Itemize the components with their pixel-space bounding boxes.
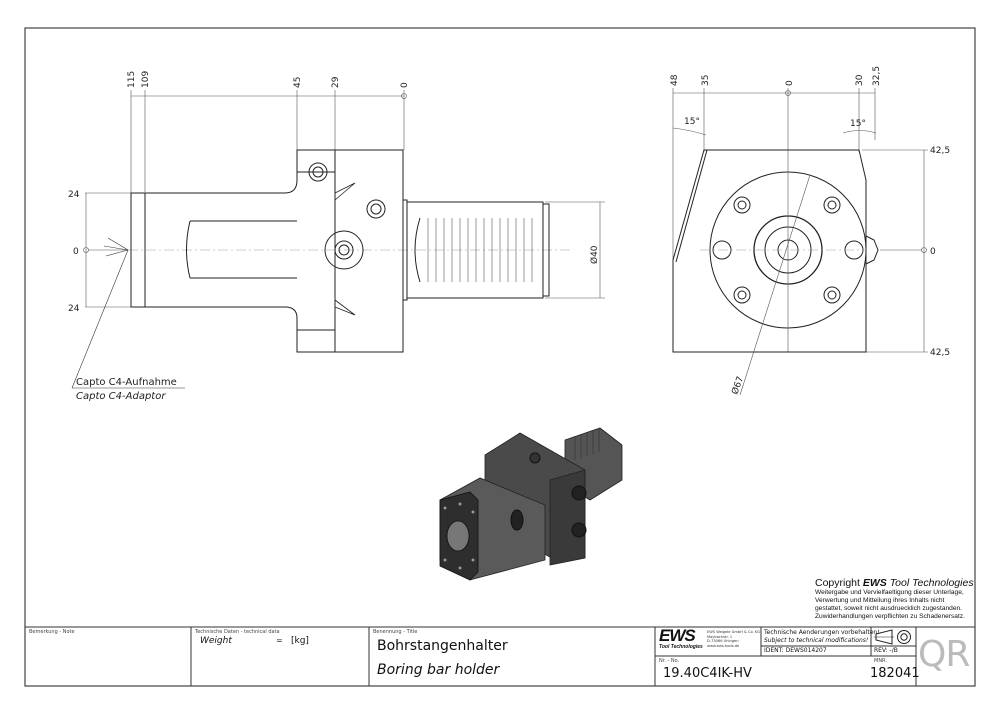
copyright-line: gestattet, soweit nicht ausdruecklich zu… <box>815 605 962 612</box>
dim-32-5: 32,5 <box>872 66 882 86</box>
dim-115: 115 <box>127 71 137 88</box>
isometric-3d-view <box>439 427 623 581</box>
diameter-40-dimension <box>545 201 605 299</box>
dim-45: 45 <box>293 77 303 88</box>
side-pin <box>865 235 879 265</box>
note-label: Bemerkung - Note <box>29 629 75 635</box>
dim-0-front: 0 <box>785 80 795 86</box>
capto-flange <box>130 192 146 308</box>
title-english: Boring bar holder <box>377 662 500 678</box>
copyright-line: Weitergabe und Vervielfaeltigung dieser … <box>815 589 964 596</box>
company-line: D-73066 Uhingen <box>707 639 739 644</box>
ews-logo-text: EWS <box>659 626 696 645</box>
dim-24-bottom: 24 <box>68 304 80 314</box>
diameter-40-label: Ø40 <box>589 245 600 264</box>
front-body-outline <box>672 149 867 353</box>
dim-0-side: 0 <box>73 247 79 257</box>
angle-right: 15° <box>850 119 866 129</box>
dim-48: 48 <box>670 74 680 86</box>
copyright-notice: Copyright EWS Tool Technologies Weiterga… <box>815 577 990 621</box>
weight-unit: [kg] <box>291 636 309 646</box>
clamp-block <box>334 149 404 353</box>
dim-42-5-top: 42,5 <box>930 146 950 156</box>
dim-0-right: 0 <box>930 247 936 257</box>
number-label: Nr. - No. <box>659 658 680 664</box>
copyright-line: Zuwiderhandlungen verpflichten zu Schade… <box>815 613 965 620</box>
company-address: EWS Weigele GmbH & Co. KG Maybachstr. 1 … <box>707 630 760 648</box>
bore-outline <box>186 220 297 279</box>
bolt-holes <box>733 196 841 304</box>
ident-field: IDENT: DEWS014207 <box>764 647 827 654</box>
copyright-suffix: Tool Technologies <box>886 577 974 589</box>
callout-english: Capto C4-Adaptor <box>76 391 166 402</box>
dim-24-top: 24 <box>68 190 80 200</box>
mnr-label: MNR. <box>874 658 887 664</box>
rev-value: -/B <box>889 647 898 654</box>
side-view-left-dimensions <box>83 192 131 308</box>
title-label: Benennung - Title <box>373 629 418 635</box>
technical-data-label: Technische Daten - technical data <box>195 629 280 635</box>
title-german: Bohrstangenhalter <box>377 638 508 654</box>
callout-german: Capto C4-Aufnahme <box>76 377 177 388</box>
dim-42-5-bottom: 42,5 <box>930 348 950 358</box>
dim-29: 29 <box>331 76 341 88</box>
screw-head <box>366 199 386 219</box>
company-line: EWS Weigele GmbH & Co. KG <box>707 630 761 634</box>
dim-0: 0 <box>400 82 410 88</box>
copyright-prefix: Copyright <box>815 577 863 589</box>
weight-equals: = <box>276 636 283 645</box>
side-view-top-dimensions <box>130 90 407 305</box>
copyright-brand: EWS <box>862 577 887 589</box>
dim-35: 35 <box>701 75 711 86</box>
company-line: Maybachstr. 1 <box>707 634 733 639</box>
weight-label: Weight <box>200 636 232 646</box>
front-view-right-dimensions <box>862 149 928 353</box>
title-block-frame <box>25 626 975 686</box>
diameter-67-label: Ø67 <box>729 375 746 396</box>
rev-label: REV: <box>874 647 888 654</box>
side-view <box>71 90 605 389</box>
qr-placeholder: QR <box>918 634 970 675</box>
front-view-top-dimensions <box>672 88 877 352</box>
ews-logo-subtitle: Tool Technologies <box>659 644 703 650</box>
company-line: www.ews-tools.de <box>707 643 740 648</box>
ident-value: DEWS014207 <box>785 647 827 654</box>
clamp-screw <box>324 230 364 270</box>
side-view-labels: 115 109 45 29 0 24 0 24 Ø40 Capto C4-Auf… <box>68 71 600 402</box>
diameter-67-leader <box>739 174 811 396</box>
dim-30: 30 <box>855 74 865 86</box>
screw-head <box>308 162 328 182</box>
rev-field: REV: -/B <box>874 647 898 654</box>
dim-109: 109 <box>141 71 151 88</box>
front-view <box>672 88 928 396</box>
holder-body-outline <box>145 149 336 353</box>
sheet-border <box>24 27 976 687</box>
ews-logo: EWS Tool Technologies <box>659 626 703 650</box>
angle-left: 15° <box>684 117 700 127</box>
changes-english: Subject to technical modifications! <box>764 636 869 644</box>
changes-notice: Technische Aenderungen vorbehalten! Subj… <box>764 629 880 644</box>
copyright-line: Verwertung und Mitteilung ihres Inhalts … <box>815 597 945 604</box>
mnr-value: 182041 <box>870 666 920 681</box>
ident-label: IDENT: <box>764 647 784 654</box>
copyright-heading: Copyright EWS Tool Technologies <box>815 577 990 589</box>
capto-callout-leader <box>71 237 185 389</box>
part-number: 19.40C4IK-HV <box>663 666 752 681</box>
thread-lines <box>427 218 533 282</box>
changes-german: Technische Aenderungen vorbehalten! <box>764 629 880 636</box>
projection-symbol-icon <box>874 629 911 645</box>
